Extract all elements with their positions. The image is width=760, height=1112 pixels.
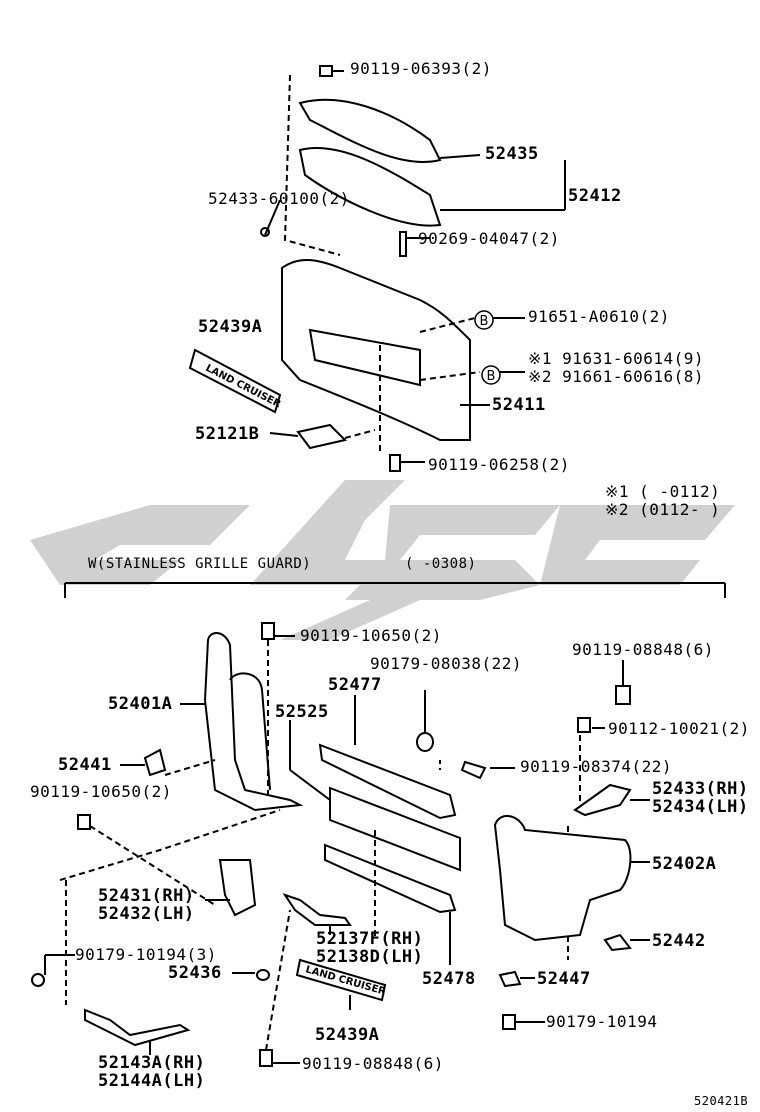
- bolt-90112-10021: [577, 717, 591, 733]
- label-52447: 52447: [537, 969, 591, 989]
- svg-text:B: B: [480, 314, 489, 329]
- label-bolt-90119-10650-b: 90119-10650(2): [30, 782, 172, 801]
- bracket-52441: [143, 748, 167, 777]
- nut-90179-08038: [416, 732, 434, 752]
- label-52434-lh: 52434(LH): [652, 797, 749, 817]
- crossbar-52478: [324, 843, 457, 914]
- diagram-id: 520421B: [694, 1094, 749, 1108]
- bracket-52137f: [282, 893, 352, 926]
- label-nut-91651: 91651-A0610(2): [528, 307, 670, 326]
- bracket-52431: [218, 859, 257, 917]
- bolt-90119-06258: [389, 454, 401, 472]
- bolt-90119-08374: [460, 760, 487, 780]
- label-clip-52433: 52433-60100(2): [208, 189, 350, 208]
- label-nut-90179-10194-3: 90179-10194(3): [75, 945, 217, 964]
- label-nut-90179-08038: 90179-08038(22): [370, 654, 522, 673]
- label-52144a-lh: 52144A(LH): [98, 1071, 206, 1091]
- b-marker-upper: B: [474, 310, 494, 330]
- label-52478: 52478: [422, 969, 476, 989]
- label-52402a: 52402A: [652, 854, 717, 874]
- molding-52435: [298, 98, 442, 163]
- variant-note-1: ※1 ( -0112): [605, 482, 721, 501]
- label-52121b: 52121B: [195, 424, 260, 444]
- label-52436: 52436: [168, 963, 222, 983]
- label-52143a-rh: 52143A(RH): [98, 1053, 206, 1073]
- label-52432-lh: 52432(LH): [98, 904, 195, 924]
- label-52433-rh: 52433(RH): [652, 779, 749, 799]
- label-52442: 52442: [652, 931, 706, 951]
- watermark-logo: [30, 480, 735, 640]
- label-bolt-90119-08374: 90119-08374(22): [520, 757, 672, 776]
- label-bolt-90119-10650-a: 90119-10650(2): [300, 626, 442, 645]
- guard-52401a: [203, 632, 304, 812]
- label-52411: 52411: [492, 395, 546, 415]
- label-bolt-top: 90119-06393(2): [350, 59, 492, 78]
- label-52439a-bottom: 52439A: [315, 1025, 380, 1045]
- label-52525: 52525: [275, 702, 329, 722]
- b-marker-lower: B: [481, 365, 501, 385]
- label-52477: 52477: [328, 675, 382, 695]
- section-range: ( -0308): [405, 556, 477, 572]
- label-nut-91631: ※1 91631-60614(9): [528, 349, 705, 368]
- nut-90179-10194: [31, 973, 45, 987]
- label-bolt-90119-08848-b: 90119-08848(6): [302, 1054, 444, 1073]
- label-52439a-top: 52439A: [198, 317, 263, 337]
- bolt-90119-08848: [615, 685, 631, 705]
- label-52435: 52435: [485, 144, 539, 164]
- label-52412: 52412: [568, 186, 622, 206]
- screw-90269: [399, 231, 407, 257]
- label-52441: 52441: [58, 755, 112, 775]
- label-nut-91661: ※2 91661-60616(8): [528, 367, 705, 386]
- nut-52436: [256, 969, 270, 981]
- panel-52525: [329, 786, 461, 872]
- bar-52143a: [84, 1008, 191, 1047]
- emblem-top: [188, 348, 282, 414]
- label-bolt-90119-06258: 90119-06258(2): [428, 455, 570, 474]
- bracket-52121b: [296, 423, 347, 450]
- bolt-90119-06393: [319, 65, 344, 77]
- label-bolt-90112-10021: 90112-10021(2): [608, 719, 750, 738]
- label-screw-90269: 90269-04047(2): [418, 229, 560, 248]
- label-52137f-rh: 52137F(RH): [316, 929, 424, 949]
- clip-52433-60100: [260, 227, 270, 237]
- emblem-bottom: [295, 958, 387, 1002]
- washer-52447: [498, 970, 522, 988]
- bracket-52442: [603, 933, 632, 952]
- emblem-top-text: LAND CRUISER: [204, 363, 283, 411]
- label-52401a: 52401A: [108, 694, 173, 714]
- section-title: W(STAINLESS GRILLE GUARD): [88, 556, 312, 572]
- variant-note-2: ※2 (0112- ): [605, 500, 721, 519]
- panel-52411: [281, 259, 471, 441]
- label-52138d-lh: 52138D(LH): [316, 947, 424, 967]
- grille-52412: [298, 147, 442, 227]
- crossbar-52477: [318, 743, 457, 820]
- label-bolt-90119-08848-a: 90119-08848(6): [572, 640, 714, 659]
- svg-text:B: B: [487, 369, 496, 384]
- guard-52402a: [493, 815, 632, 942]
- label-nut-90179-10194: 90179-10194: [546, 1012, 658, 1031]
- label-52431-rh: 52431(RH): [98, 886, 195, 906]
- bracket-52433: [573, 783, 632, 817]
